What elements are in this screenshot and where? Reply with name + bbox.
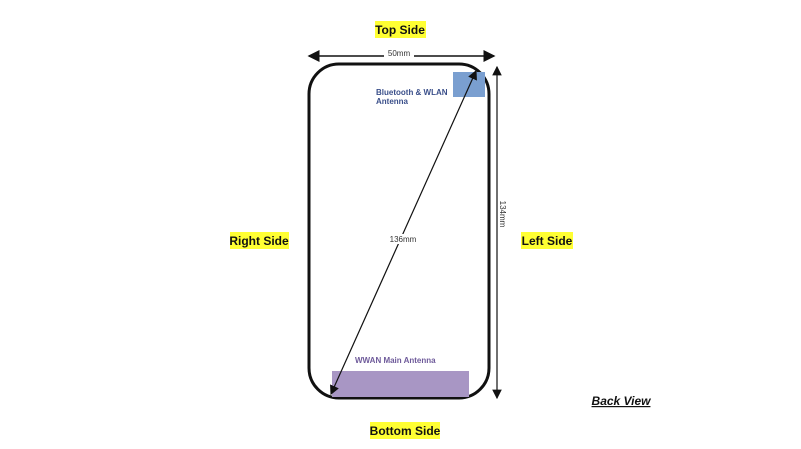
right-side-highlight: [230, 232, 289, 249]
left-side-highlight: [521, 232, 573, 249]
bottom-side-highlight: [370, 422, 440, 439]
top-side-label: Top Side: [375, 23, 425, 37]
height-label: 134mm: [498, 201, 507, 228]
bottom-side-label: Bottom Side: [370, 424, 441, 438]
diagonal-arrow: [330, 69, 477, 396]
wwan-antenna: [332, 371, 469, 397]
top-side-highlight: [375, 21, 426, 38]
diagonal-label: 136mm: [390, 235, 417, 244]
width-label: 50mm: [388, 49, 411, 58]
bt-wlan-label-2: Antenna: [376, 97, 409, 106]
back-view-label: Back View: [592, 394, 652, 408]
bt-wlan-antenna: [453, 72, 485, 97]
device-outline: [307, 62, 491, 400]
wwan-label: WWAN Main Antenna: [355, 356, 436, 365]
left-side-label: Left Side: [522, 234, 573, 248]
right-side-label: Right Side: [229, 234, 289, 248]
bt-wlan-label-1: Bluetooth & WLAN: [376, 88, 448, 97]
